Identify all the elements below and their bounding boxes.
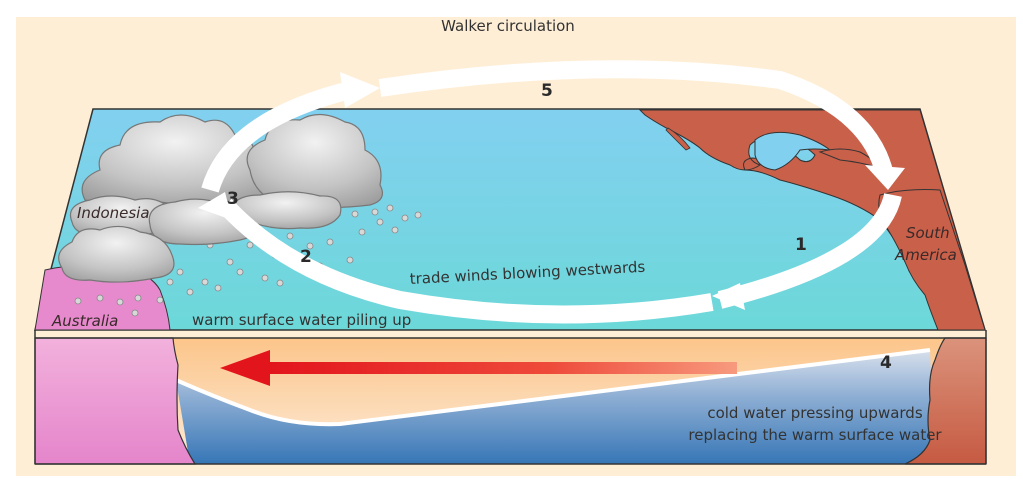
circulation-arrowhead-descending [865,165,905,190]
gulf-of-mexico [754,131,832,171]
circulation-arrowhead-lower [712,283,745,310]
cloud-6 [58,225,175,283]
cloud-5 [229,191,342,230]
circulation-arrowhead-rising [198,192,232,220]
step-number-3: 3 [227,189,239,209]
label-australia: Australia [51,312,118,330]
step-number-5: 5 [541,81,553,101]
baja-california [665,127,691,151]
label-south-america-line1: South [906,224,950,242]
circulation-rising-segment [201,81,353,193]
cold-water-body [176,350,935,464]
label-south-america-line2: America [894,246,957,264]
step-number-1: 1 [795,235,807,255]
label-cold-water-line2: replacing the warm surface water [688,426,942,444]
circulation-arrowhead-upper [340,72,380,108]
label-cold-water-line1: cold water pressing upwards [707,404,922,422]
circulation-trade-wind-segment [218,198,714,324]
thermocline [175,348,931,427]
south-america-cross-section [904,337,987,465]
label-warm-surface-water: warm surface water piling up [192,311,411,329]
australia-cross-section [34,337,197,465]
circulation-descending-segment [717,192,902,309]
walker-circulation-arrow [198,60,905,324]
step-number-2: 2 [300,247,312,267]
diagram-title: Walker circulation [441,17,575,35]
step-number-4: 4 [880,353,892,373]
warm-current-arrow [220,350,737,386]
circulation-upper-segment [378,60,894,178]
label-indonesia: Indonesia [77,204,150,222]
